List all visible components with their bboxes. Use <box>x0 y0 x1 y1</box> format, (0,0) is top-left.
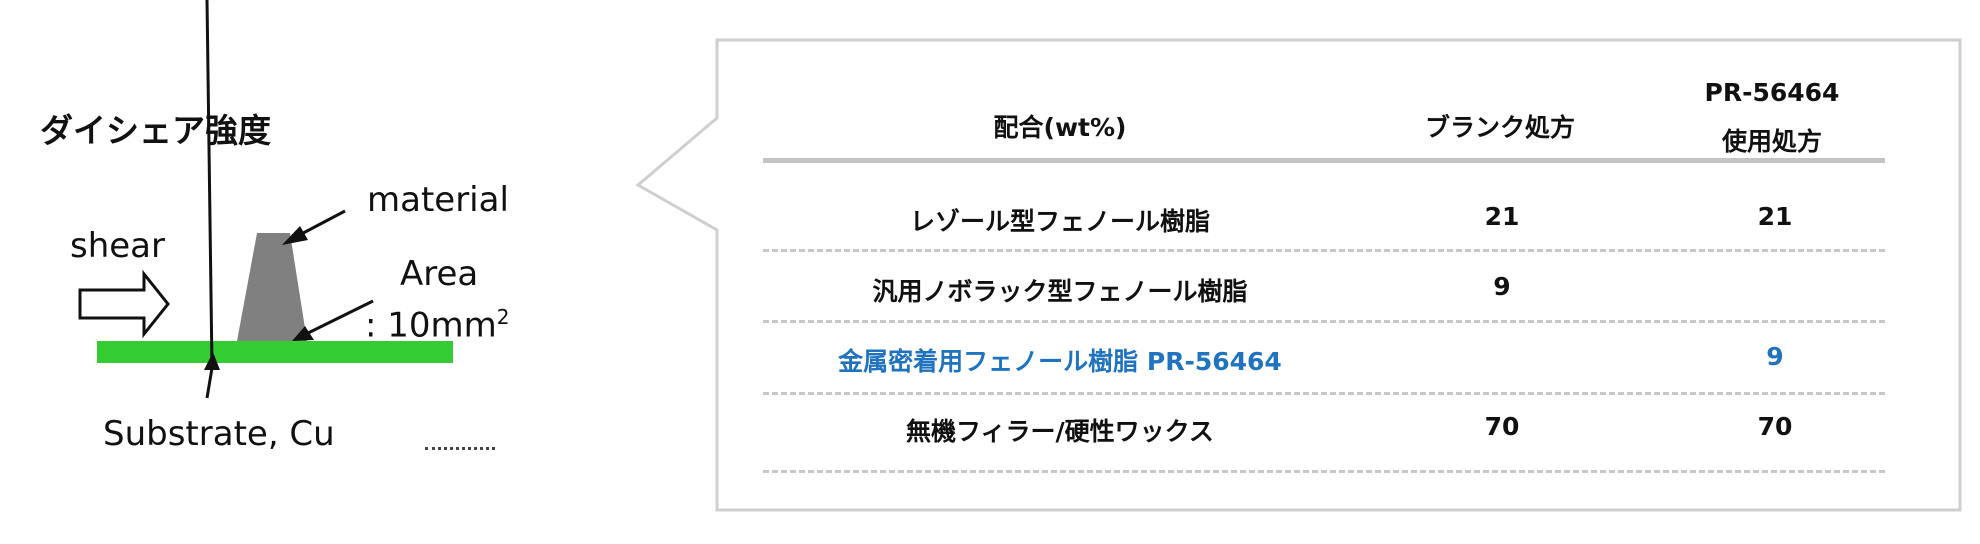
row-pr: 21 <box>1757 202 1793 231</box>
row-divider <box>763 249 1885 252</box>
dotted-fragment <box>425 447 495 450</box>
shear-label: shear <box>70 226 165 266</box>
arrow-material-icon <box>282 226 308 245</box>
area-label: Area <box>400 254 479 294</box>
header-blank: ブランク処方 <box>1424 113 1576 142</box>
substrate-bar <box>97 341 453 363</box>
row-divider <box>763 470 1885 473</box>
row-blank: 9 <box>1493 272 1511 301</box>
row-name-highlight: 金属密着用フェノール樹脂 PR-56464 <box>838 347 1282 376</box>
row-pr: 70 <box>1757 412 1793 441</box>
shear-arrow-icon <box>78 269 170 339</box>
header-pr-line1: PR-56464 <box>1704 78 1840 107</box>
row-blank: 70 <box>1484 412 1520 441</box>
row-blank: 21 <box>1484 202 1520 231</box>
row-divider <box>763 320 1885 323</box>
row-pr-highlight: 9 <box>1766 342 1784 371</box>
header-composition: 配合(wt%) <box>993 113 1127 142</box>
row-name: 汎用ノボラック型フェノール樹脂 <box>872 277 1248 306</box>
material-label: material <box>367 180 509 220</box>
row-name: レゾール型フェノール樹脂 <box>909 207 1211 236</box>
header-pr-line2: 使用処方 <box>1721 127 1823 156</box>
area-value: : 10mm2 <box>365 305 510 346</box>
header-divider <box>763 158 1885 163</box>
die-shear-diagram <box>78 0 453 399</box>
arrow-area-icon <box>292 326 314 341</box>
material-block <box>237 233 307 341</box>
section-title: ダイシェア強度 <box>40 111 271 150</box>
arrow-substrate-icon <box>204 352 220 370</box>
row-divider <box>763 392 1885 395</box>
substrate-label: Substrate, Cu <box>103 414 335 454</box>
row-name: 無機フィラー/硬性ワックス <box>906 417 1214 446</box>
